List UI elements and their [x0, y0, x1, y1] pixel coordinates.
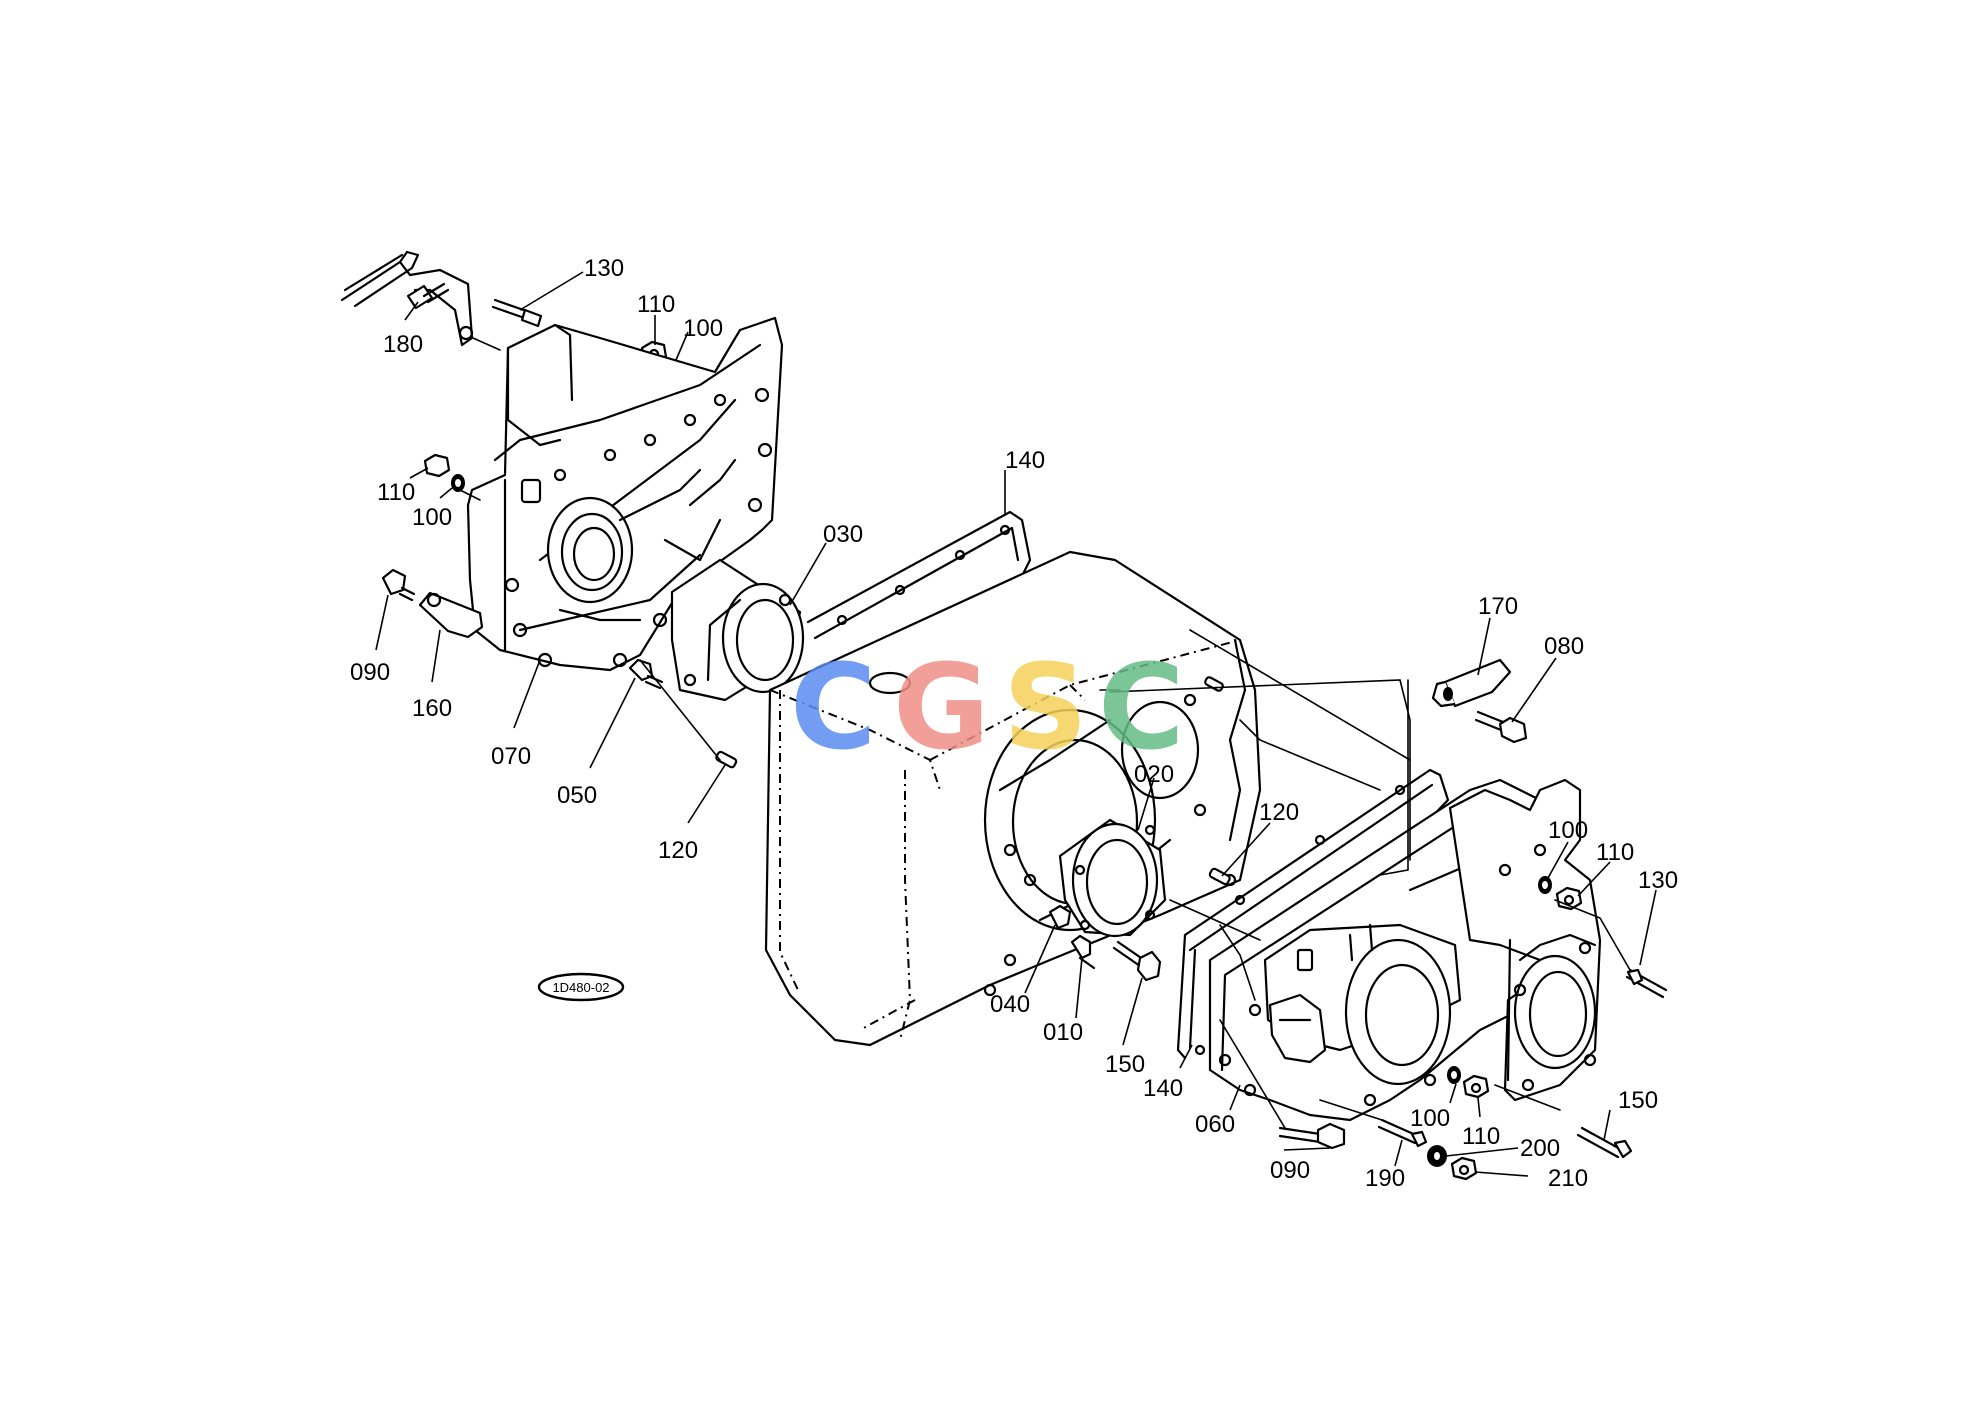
bracket-170	[1431, 658, 1512, 708]
nut-110-mid	[423, 453, 451, 478]
watermark-logo: C G S C	[790, 638, 1185, 776]
callout-180: 180	[383, 331, 423, 358]
main-housing	[764, 550, 1262, 1047]
bolt-090-left	[381, 568, 416, 602]
callout-110: 110	[1462, 1123, 1500, 1150]
oil-seal-030	[670, 558, 805, 702]
callout-090: 090	[350, 659, 390, 686]
callout-110: 110	[637, 291, 675, 318]
callout-070: 070	[491, 743, 531, 770]
upper-left-bracket	[340, 250, 474, 347]
callout-120: 120	[658, 837, 698, 864]
oil-seal-020	[1058, 818, 1167, 938]
callout-200: 200	[1520, 1135, 1560, 1162]
stud-150-right	[1576, 1126, 1633, 1159]
watermark-letter: S	[1003, 638, 1088, 776]
nut-110-lower	[1462, 1074, 1490, 1099]
washer-100-right	[1538, 876, 1552, 894]
callout-170: 170	[1478, 593, 1518, 620]
callout-120: 120	[1259, 799, 1299, 826]
callout-020: 020	[1134, 761, 1174, 788]
stud-130-upper	[491, 298, 543, 328]
callout-100: 100	[1548, 817, 1588, 844]
callout-030: 030	[823, 521, 863, 548]
callout-050: 050	[557, 782, 597, 809]
callout-110: 110	[1596, 839, 1634, 866]
callout-100: 100	[412, 504, 452, 531]
washer-100-lower	[1447, 1066, 1461, 1084]
callout-060: 060	[1195, 1111, 1235, 1138]
reference-code: 1D480-02	[552, 980, 609, 995]
bolt-090-lower	[1278, 1122, 1346, 1150]
nut-210	[1450, 1156, 1478, 1181]
callout-190: 190	[1365, 1165, 1405, 1192]
callout-labels: 130 180 110 100 110 100 140 030 090 160 …	[350, 255, 1678, 1192]
assembly-center-lines	[459, 337, 1631, 1129]
callout-100: 100	[683, 315, 723, 342]
watermark-letter: C	[1098, 638, 1185, 776]
watermark-letter: C	[790, 638, 877, 776]
washer-100-mid	[451, 474, 465, 492]
callout-010: 010	[1043, 1019, 1083, 1046]
leader-lines	[375, 271, 1657, 1177]
gasket-140-upper	[806, 510, 1032, 640]
callout-150: 150	[1105, 1051, 1145, 1078]
bolt-080	[1474, 710, 1528, 744]
callout-040: 040	[990, 991, 1030, 1018]
callout-110: 110	[377, 479, 415, 506]
reference-code-badge: 1D480-02	[537, 972, 625, 1002]
bolt-180	[406, 282, 450, 310]
callout-130: 130	[1638, 867, 1678, 894]
callout-150: 150	[1618, 1087, 1658, 1114]
callout-160: 160	[412, 695, 452, 722]
callout-100: 100	[1410, 1105, 1450, 1132]
callout-080: 080	[1544, 633, 1584, 660]
bolt-040	[1048, 904, 1072, 930]
callout-210: 210	[1548, 1165, 1588, 1192]
lever-160	[418, 591, 484, 639]
callout-130: 130	[584, 255, 624, 282]
callout-090: 090	[1270, 1157, 1310, 1184]
washer-200	[1427, 1145, 1447, 1167]
stud-130-right	[1625, 968, 1668, 999]
callout-140: 140	[1005, 447, 1045, 474]
bolt-150-center	[1112, 940, 1162, 982]
front-cover-070	[466, 316, 784, 672]
stud-190	[1377, 1118, 1428, 1148]
bolt-050	[628, 658, 664, 690]
rear-bearing-plate	[1448, 778, 1602, 1102]
watermark-letter: G	[893, 638, 990, 776]
pin-120-left	[715, 750, 738, 769]
callout-140: 140	[1143, 1075, 1183, 1102]
